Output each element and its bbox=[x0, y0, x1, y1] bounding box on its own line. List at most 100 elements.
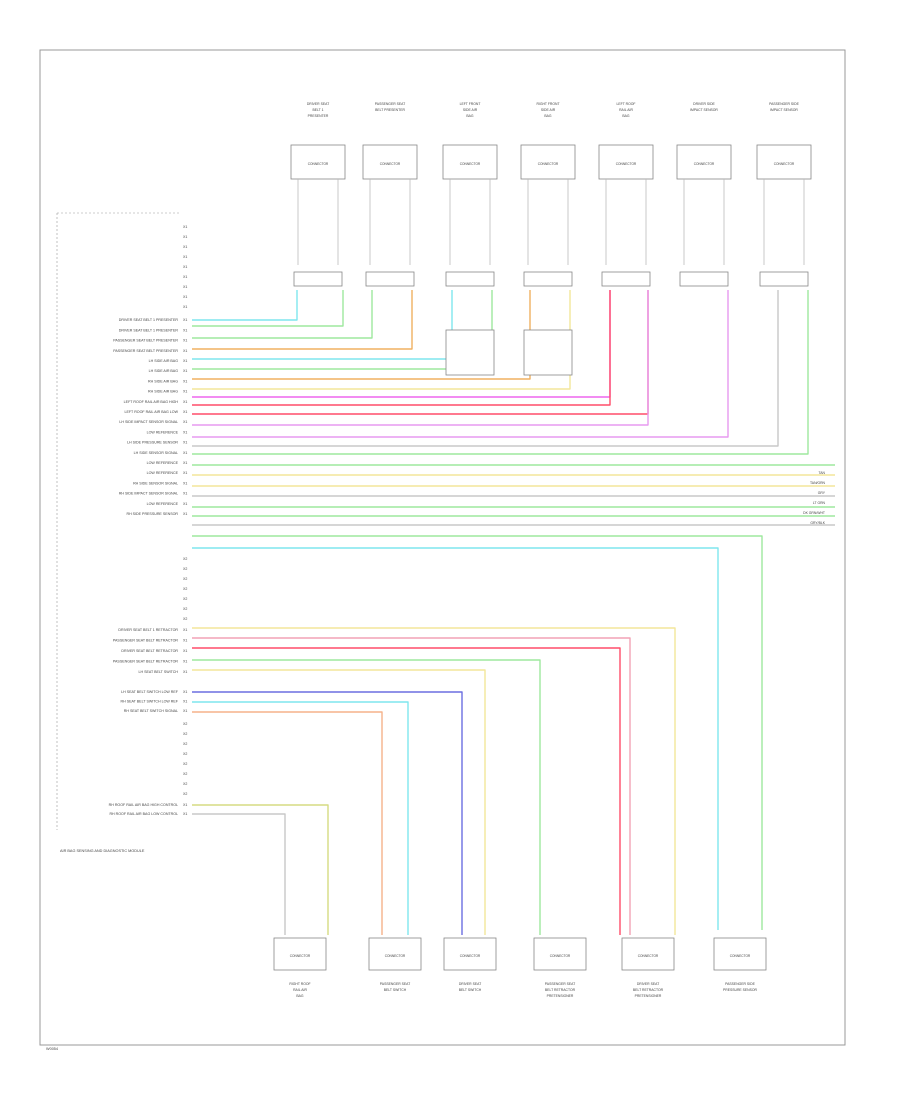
component-title: RAIL AIR bbox=[619, 108, 633, 112]
right-wire-label: GRY bbox=[818, 491, 826, 495]
component-title: IMPACT SENSOR bbox=[690, 108, 718, 112]
component-box bbox=[676, 144, 732, 180]
pin-label: RH SIDE PRESSURE SENSOR bbox=[126, 512, 178, 516]
pin-number: X2 bbox=[183, 587, 187, 591]
component-title: BELT SWITCH bbox=[459, 988, 482, 992]
component-title: PASSENGER SIDE bbox=[769, 102, 799, 106]
component-title: BAG bbox=[296, 994, 304, 998]
pin-label: LH SIDE IMPACT SENSOR SIGNAL bbox=[119, 420, 178, 424]
pin-label: RH SIDE IMPACT SENSOR SIGNAL bbox=[119, 492, 178, 496]
right-wire-label: TAN bbox=[818, 471, 825, 475]
pin-number: X1 bbox=[183, 379, 187, 383]
component-title: BELT SWITCH bbox=[384, 988, 407, 992]
component-title: PASSENGER SEAT bbox=[380, 982, 410, 986]
pin-number: X1 bbox=[183, 339, 187, 343]
component-title: PASSENGER SIDE bbox=[725, 982, 755, 986]
pin-number: X1 bbox=[183, 649, 187, 653]
wire bbox=[192, 659, 541, 935]
wire bbox=[192, 691, 463, 935]
pin-number: X1 bbox=[183, 812, 187, 816]
wire bbox=[192, 701, 409, 935]
pin-label: RH ROOF RAIL AIR BAG LOW CONTROL bbox=[109, 812, 178, 816]
wire bbox=[192, 647, 621, 935]
component-title: PASSENGER SEAT bbox=[545, 982, 575, 986]
right-wire-label: GRY/BLK bbox=[810, 521, 825, 525]
pin-label: LEFT ROOF RAIL AIR BAG HIGH bbox=[124, 400, 179, 404]
pin-label: LH SIDE AIR BAG bbox=[149, 359, 179, 363]
component-title: BELT RETRACTOR bbox=[545, 988, 576, 992]
pin-number: X1 bbox=[183, 660, 187, 664]
pin-label: LOW REFERENCE bbox=[147, 461, 179, 465]
pin-label: LOW REFERENCE bbox=[147, 430, 179, 434]
inline-connector bbox=[365, 271, 415, 287]
pin-label: DRIVER SEAT BELT 1 PRESENTER bbox=[119, 318, 179, 322]
pin-number: X1 bbox=[183, 690, 187, 694]
module-note: AIR BAG SENSING AND DIAGNOSTIC MODULE bbox=[60, 849, 145, 853]
wire bbox=[192, 627, 676, 935]
wire bbox=[192, 290, 611, 406]
pin-number: X1 bbox=[183, 265, 187, 269]
pin-number: X1 bbox=[183, 709, 187, 713]
pin-label: RH SIDE SENSOR SIGNAL bbox=[133, 481, 178, 485]
pin-number: X1 bbox=[183, 700, 187, 704]
component-box bbox=[368, 937, 422, 971]
wire bbox=[192, 290, 344, 327]
wire bbox=[192, 290, 373, 339]
component-title: BAG bbox=[466, 114, 474, 118]
component-box bbox=[290, 144, 346, 180]
pin-number: X1 bbox=[183, 492, 187, 496]
component-title: DRIVER SEAT bbox=[459, 982, 481, 986]
connector-label: CONNECTOR bbox=[460, 954, 481, 958]
bottom-component: CONNECTOR DRIVER SEAT BELT SWITCH bbox=[443, 937, 497, 992]
pin-label: RH SEAT BELT SWITCH SIGNAL bbox=[124, 709, 178, 713]
pin-label: RH SEAT BELT SWITCH LOW REF bbox=[121, 700, 179, 704]
page-label: W0054 bbox=[46, 1047, 58, 1051]
pin-number: X2 bbox=[183, 782, 187, 786]
pin-label: DRIVER SEAT BELT 1 RETRACTOR bbox=[118, 628, 178, 632]
pin-number: X1 bbox=[183, 502, 187, 506]
pin-number: X2 bbox=[183, 772, 187, 776]
component-title: DRIVER SIDE bbox=[693, 102, 715, 106]
pin-number: X1 bbox=[183, 349, 187, 353]
pin-number: X2 bbox=[183, 732, 187, 736]
component-title: PRETENSIONER bbox=[547, 994, 574, 998]
connector-label: CONNECTOR bbox=[380, 162, 401, 166]
component-title: PRESENTER bbox=[308, 114, 329, 118]
pin-number: X2 bbox=[183, 597, 187, 601]
component-title: IMPACT SENSOR bbox=[770, 108, 798, 112]
component-box bbox=[520, 144, 576, 180]
wire bbox=[192, 637, 631, 935]
right-wire-label: LT GRN bbox=[813, 501, 826, 505]
wire bbox=[192, 535, 763, 930]
diagram-frame bbox=[39, 49, 846, 1046]
wire bbox=[192, 669, 486, 935]
component-title: PRETENSIONER bbox=[635, 994, 662, 998]
pin-number: X1 bbox=[183, 441, 187, 445]
inline-connector bbox=[523, 329, 573, 376]
connector-label: CONNECTOR bbox=[616, 162, 637, 166]
component-box bbox=[443, 937, 497, 971]
wire bbox=[192, 290, 531, 380]
pin-number: X1 bbox=[183, 803, 187, 807]
inline-connector bbox=[759, 271, 809, 287]
component-title: BAG bbox=[622, 114, 630, 118]
component-title: BELT 1 bbox=[313, 108, 324, 112]
pin-label: DRIVER SEAT BELT 1 PRESENTER bbox=[119, 328, 179, 332]
pin-number: X2 bbox=[183, 752, 187, 756]
pin-number: X1 bbox=[183, 359, 187, 363]
pin-number: X1 bbox=[183, 628, 187, 632]
inline-connector bbox=[601, 271, 651, 287]
pin-number: X1 bbox=[183, 285, 187, 289]
wire bbox=[192, 290, 413, 350]
inline-connector bbox=[523, 271, 573, 287]
pin-number: X1 bbox=[183, 461, 187, 465]
